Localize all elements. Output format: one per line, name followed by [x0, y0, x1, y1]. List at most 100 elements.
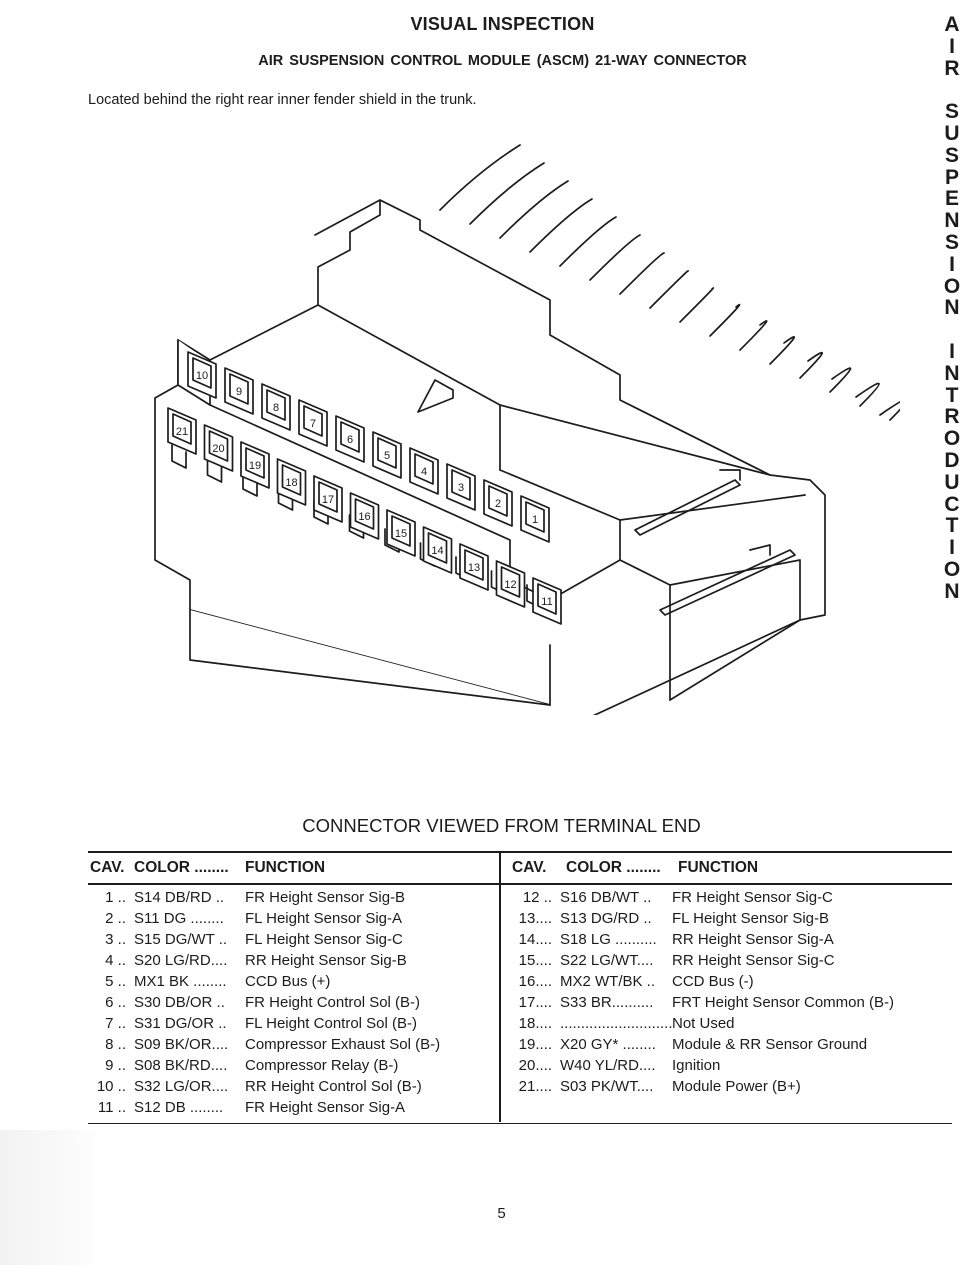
side-tab-letter: O — [943, 274, 961, 298]
pin-color: S18 LG .......... — [560, 931, 657, 948]
pin-color: S31 DG/OR .. — [134, 1015, 227, 1032]
pin-cav: 18.... — [518, 1015, 552, 1032]
cavity-number: 1 — [532, 514, 538, 526]
side-tab-letter: I — [949, 34, 955, 58]
cavity: 12 — [495, 560, 526, 608]
cavity: 13 — [459, 543, 489, 591]
side-tab-letter: R — [944, 56, 960, 80]
pin-function: FR Height Control Sol (B-) — [245, 994, 421, 1011]
pin-cav: 10 .. — [96, 1078, 126, 1095]
pin-color: S30 DB/OR .. — [134, 994, 225, 1011]
pin-color: S08 BK/RD.... — [134, 1057, 228, 1074]
pin-color: W40 YL/RD.... — [560, 1057, 656, 1074]
pin-function: FRT Height Sensor Common (B-) — [672, 994, 895, 1011]
cavity-terminal — [427, 532, 448, 564]
table-row: 21....S03 PK/WT....Module Power (B+) — [508, 1076, 894, 1097]
pin-cav: 5 .. — [105, 973, 126, 990]
side-tab-letter: S — [944, 143, 959, 167]
wire — [679, 287, 715, 323]
cavity-terminal — [525, 501, 545, 533]
wire — [469, 162, 545, 225]
table-row: 16....MX2 WT/BK ..CCD Bus (-) — [508, 971, 894, 992]
wire — [829, 367, 852, 393]
table-row: 8 ..S09 BK/OR....Compressor Exhaust Sol … — [88, 1034, 440, 1055]
wire — [799, 351, 824, 379]
latch-tooth — [171, 444, 187, 469]
cavity-terminal — [281, 464, 302, 496]
pin-cav: 7 .. — [105, 1015, 126, 1032]
latch-tooth — [242, 472, 258, 497]
pin-cav: 15.... — [518, 952, 552, 969]
pin-function: CCD Bus (+) — [245, 973, 331, 990]
wire — [739, 320, 768, 351]
pin-cav: 2 .. — [105, 910, 126, 927]
cavity-terminal — [303, 405, 323, 437]
cavity-number: 17 — [322, 494, 334, 506]
wire-harness — [439, 144, 900, 421]
cavity: 8 — [261, 383, 291, 431]
cavity-number: 20 — [212, 443, 224, 455]
side-tab-letter: I — [949, 536, 955, 560]
wire — [529, 198, 593, 253]
latch-tooth — [206, 458, 223, 483]
cavity-number: 13 — [468, 562, 480, 574]
cavity-terminal — [451, 469, 471, 501]
cavity-terminal — [537, 583, 557, 615]
table-row: 12 ..S16 DB/WT ..FR Height Sensor Sig-C — [508, 887, 894, 908]
pin-cav: 9 .. — [105, 1057, 126, 1074]
pin-cav: 6 .. — [105, 994, 126, 1011]
cavity-terminal — [340, 421, 360, 453]
cavity: 18 — [276, 458, 307, 506]
cavity: 7 — [298, 399, 328, 447]
page-shadow — [0, 1130, 110, 1265]
wire — [499, 180, 569, 239]
pin-function: RR Height Sensor Sig-C — [672, 952, 835, 969]
pin-function: CCD Bus (-) — [672, 973, 754, 990]
cavity-number: 4 — [421, 466, 427, 478]
cavity: 5 — [372, 431, 402, 479]
cavity-terminal — [354, 498, 375, 530]
pin-function: FR Height Sensor Sig-C — [672, 889, 833, 906]
cavity-number: 9 — [236, 386, 242, 398]
side-tab-letter: S — [944, 100, 959, 124]
pin-function: FL Height Sensor Sig-A — [245, 910, 403, 927]
location-note: Located behind the right rear inner fend… — [88, 92, 477, 108]
pin-color: MX2 WT/BK .. — [560, 973, 656, 990]
table-row: 19....X20 GY* ........Module & RR Sensor… — [508, 1034, 894, 1055]
table-row: 18...............................Not Use… — [508, 1013, 894, 1034]
cavity: 11 — [532, 577, 562, 625]
cavity-number: 11 — [541, 596, 552, 608]
table-row: 5 ..MX1 BK ........CCD Bus (+) — [88, 971, 440, 992]
wire — [649, 270, 689, 309]
side-tab-letter: O — [943, 427, 961, 451]
latch-tooth — [277, 486, 294, 511]
pin-function: Ignition — [672, 1057, 721, 1074]
diagram-caption: CONNECTOR VIEWED FROM TERMINAL END — [302, 815, 701, 836]
pin-cav: 13.... — [518, 910, 552, 927]
side-tab-letter: N — [944, 209, 960, 233]
cavity-number: 15 — [395, 528, 407, 540]
cavity-terminal — [172, 413, 192, 445]
pin-color: S11 DG ........ — [134, 910, 224, 927]
side-tab-letter: S — [944, 230, 959, 254]
table-row: 20....W40 YL/RD....Ignition — [508, 1055, 894, 1076]
cavity-number: 21 — [176, 426, 188, 438]
table-header-rule — [88, 883, 952, 885]
table-row: 1 ..S14 DB/RD ..FR Height Sensor Sig-B — [88, 887, 440, 908]
pin-function: Compressor Exhaust Sol (B-) — [245, 1036, 441, 1053]
pin-function: FL Height Sensor Sig-C — [245, 931, 403, 948]
lock-slots — [634, 469, 796, 616]
right-pin-rows: 12 ..S16 DB/WT ..FR Height Sensor Sig-C 1… — [508, 887, 894, 1097]
table-row: 3 ..S15 DG/WT ..FL Height Sensor Sig-C — [88, 929, 440, 950]
cavity-terminal — [318, 481, 338, 513]
pin-function: FR Height Sensor Sig-B — [245, 889, 406, 906]
cavity-number: 14 — [431, 545, 443, 557]
cavity: 19 — [240, 441, 270, 489]
cavity: 1 — [520, 495, 550, 543]
left-header-cav: CAV. — [90, 859, 125, 876]
wire — [589, 234, 641, 281]
pin-cav: 19.... — [518, 1036, 552, 1053]
side-tab-gap — [938, 79, 966, 101]
